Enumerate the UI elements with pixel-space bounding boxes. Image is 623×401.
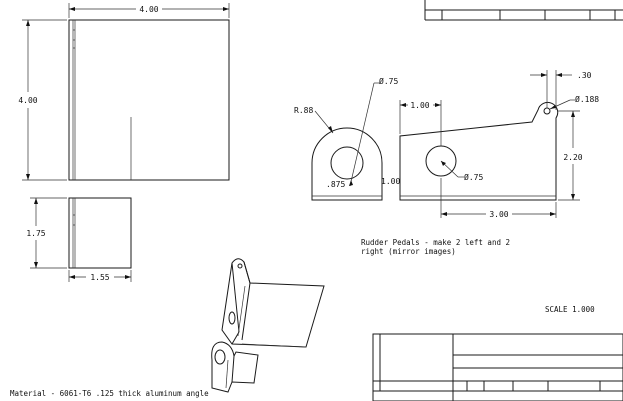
dim-hole-right: Ø.75 <box>440 160 483 182</box>
dim-hole-right-label: Ø.75 <box>464 172 483 182</box>
dim-top-width-label: 4.00 <box>139 5 158 14</box>
dim-lower-width-label: 1.55 <box>90 273 109 282</box>
dim-side-height: 1.00 <box>381 177 400 186</box>
dim-hole-left: Ø.75 <box>349 76 398 187</box>
dim-round-radius-label: R.88 <box>294 106 313 115</box>
dim-pedal-length-label: 3.00 <box>489 210 508 219</box>
angle-front-view <box>68 19 230 181</box>
isometric-pedal-view <box>211 258 325 393</box>
dim-tip-offset: .30 <box>530 70 592 110</box>
dim-pedal-height: 2.20 <box>558 110 583 201</box>
dim-tip-hole: Ø.188 <box>549 94 599 110</box>
angle-lower-view <box>68 197 132 269</box>
dim-side-height-label: 1.00 <box>381 177 400 186</box>
dim-lower-width: 1.55 <box>68 270 132 282</box>
top-title-block <box>424 0 623 21</box>
dim-tab-offset-label: 1.00 <box>410 101 429 110</box>
pedal-profile <box>399 101 559 201</box>
dim-tip-hole-label: Ø.188 <box>575 94 599 104</box>
title-block <box>372 333 623 401</box>
dim-tab-offset: 1.00 <box>399 100 442 146</box>
rounded-tab-view <box>311 127 383 201</box>
material-note: Material - 6061-T6 .125 thick aluminum a… <box>10 389 209 398</box>
dim-left-height: 4.00 <box>18 19 67 181</box>
dim-pedal-height-label: 2.20 <box>563 153 582 162</box>
dim-round-radius: R.88 <box>294 106 334 134</box>
note-line-2: right (mirror images) <box>361 247 456 256</box>
dim-lower-height-label: 1.75 <box>26 229 45 238</box>
dim-base-height: .875 <box>326 180 345 189</box>
scale-note: SCALE 1.000 <box>545 305 595 314</box>
dim-left-height-label: 4.00 <box>18 96 37 105</box>
dim-lower-height: 1.75 <box>26 197 67 269</box>
dim-base-height-label: .875 <box>326 180 345 189</box>
note-line-1: Rudder Pedals - make 2 left and 2 <box>361 238 510 247</box>
dim-top-width: 4.00 <box>68 3 230 18</box>
dim-pedal-length: 3.00 <box>440 178 557 219</box>
dim-hole-left-label: Ø.75 <box>379 76 398 86</box>
dim-tip-offset-label: .30 <box>577 71 592 80</box>
